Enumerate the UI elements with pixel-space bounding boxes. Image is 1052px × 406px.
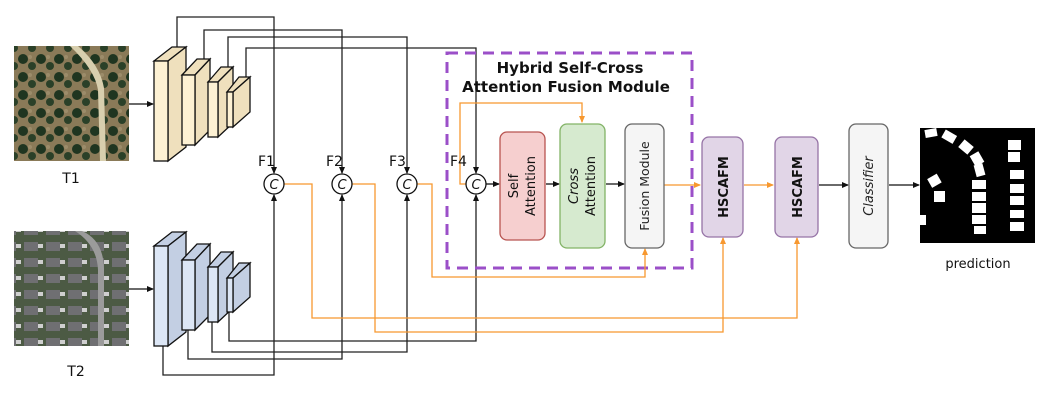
cross-attention-block: Cross Attention <box>559 123 606 249</box>
svg-text:Classifier: Classifier <box>862 155 877 216</box>
f2-to-hscafm1-line <box>352 183 726 333</box>
hscafm-block-1: HSCAFM <box>701 136 744 238</box>
concat-node-f3: C <box>396 173 418 195</box>
f4-to-cross-attention-line <box>459 102 585 185</box>
feature-label-f2: F2 <box>326 154 343 170</box>
svg-text:HSCAFM: HSCAFM <box>791 156 806 218</box>
svg-text:Self: Self <box>507 173 522 198</box>
concat-nodes: C C C C <box>263 173 487 195</box>
svg-text:Cross: Cross <box>567 168 582 204</box>
feature-label-f1: F1 <box>258 154 275 170</box>
t1-label: T1 <box>61 171 79 187</box>
t2-encoder-block-1 <box>152 230 188 348</box>
feature-label-f4: F4 <box>450 154 467 170</box>
svg-text:Attention: Attention <box>524 156 539 216</box>
fusion-module-block: Fusion Module <box>624 123 665 249</box>
svg-text:C: C <box>402 178 412 193</box>
prediction-label: prediction <box>945 257 1010 272</box>
t2-encoder-block-4 <box>225 261 252 314</box>
f1-to-hscafm2-line <box>284 183 800 319</box>
t1-encoder <box>152 45 252 163</box>
classifier-block: Classifier <box>848 123 889 249</box>
t2-encoder <box>152 230 252 348</box>
concat-node-f2: C <box>331 173 353 195</box>
concat-node-f4: C <box>465 173 487 195</box>
t2-encoder-block-2 <box>180 242 212 332</box>
svg-text:C: C <box>269 178 279 193</box>
f3-to-fusion-line <box>417 183 648 278</box>
module-title-line2: Attention Fusion Module <box>462 78 670 96</box>
orange-connections <box>284 102 800 333</box>
svg-text:Attention: Attention <box>584 156 599 216</box>
t1-image <box>14 46 129 161</box>
t1-encoder-block-2 <box>180 57 212 147</box>
self-attention-block: Self Attention <box>499 131 546 241</box>
svg-text:C: C <box>337 178 347 193</box>
feature-label-f3: F3 <box>389 154 406 170</box>
module-flow-arrows <box>486 181 920 188</box>
t2-label: T2 <box>66 364 84 380</box>
t1-encoder-block-4 <box>225 75 252 129</box>
hscafm-module-boundary <box>445 51 694 270</box>
module-title-line1: Hybrid Self-Cross <box>497 59 644 77</box>
t1-skip-lines <box>176 16 479 174</box>
svg-text:HSCAFM: HSCAFM <box>717 156 732 218</box>
t1-encoder-block-1 <box>152 45 188 163</box>
svg-text:Fusion Module: Fusion Module <box>637 141 652 231</box>
svg-text:C: C <box>471 178 481 193</box>
concat-node-f1: C <box>263 173 285 195</box>
hscafm-block-2: HSCAFM <box>774 136 819 238</box>
t2-image <box>14 231 129 346</box>
prediction-map <box>920 128 1035 243</box>
